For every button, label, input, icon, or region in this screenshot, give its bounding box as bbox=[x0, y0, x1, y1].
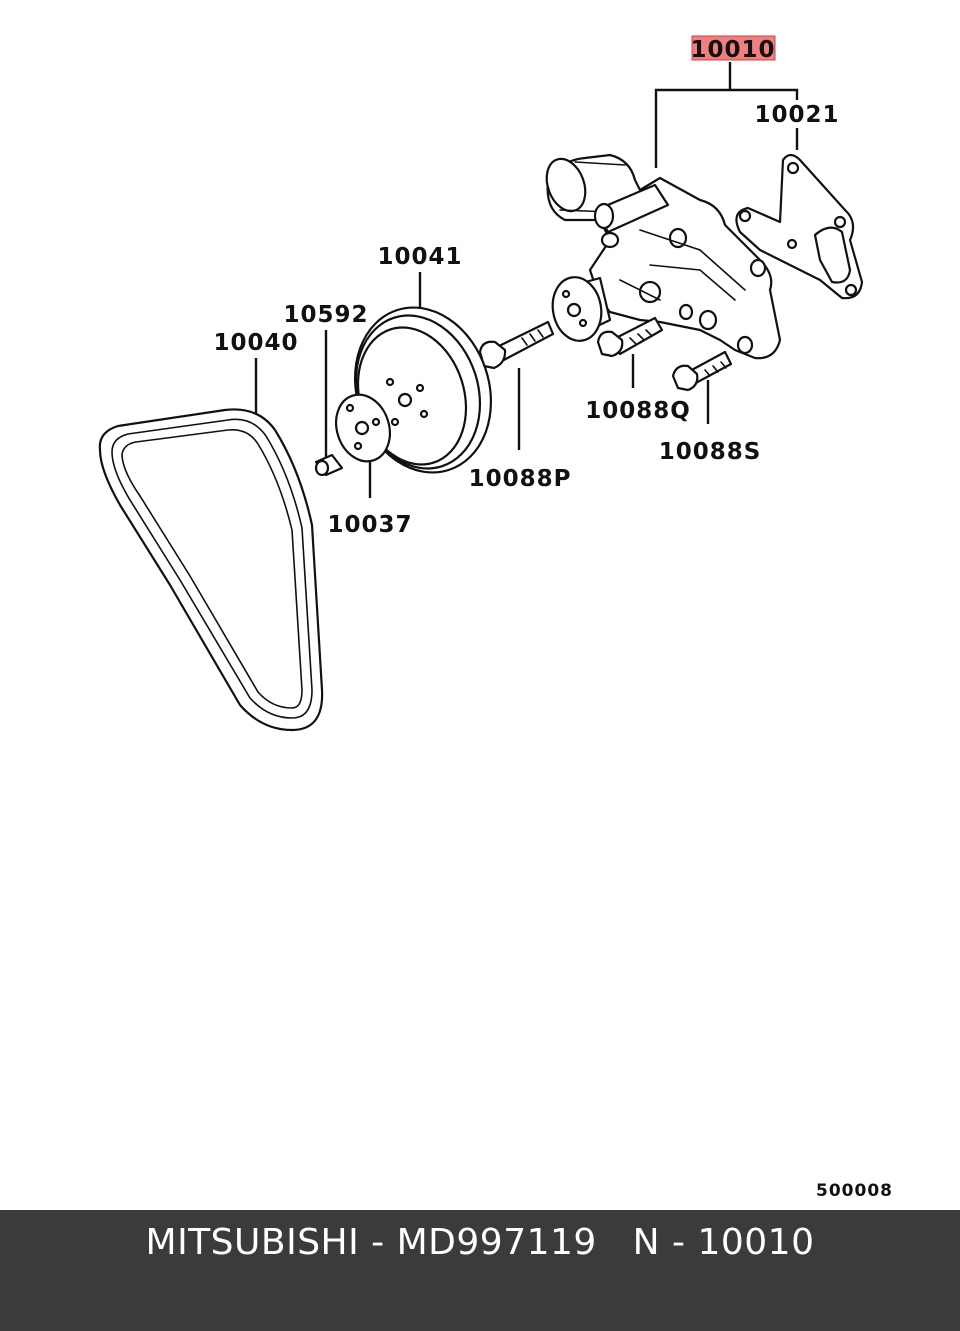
label-10037[interactable]: 10037 bbox=[327, 512, 412, 538]
footer-bar: MITSUBISHI - MD997119 N - 10010 bbox=[0, 1210, 960, 1331]
gasket-part bbox=[735, 153, 864, 300]
v-belt-part bbox=[98, 408, 324, 732]
label-10041[interactable]: 10041 bbox=[377, 244, 462, 270]
water-pump-part bbox=[545, 153, 782, 360]
plug-part bbox=[314, 453, 344, 477]
label-10088s[interactable]: 10088S bbox=[659, 439, 762, 465]
hub-part bbox=[335, 393, 391, 463]
label-10592[interactable]: 10592 bbox=[283, 302, 368, 328]
label-10088q[interactable]: 10088Q bbox=[585, 398, 691, 424]
label-10040[interactable]: 10040 bbox=[213, 330, 298, 356]
bolt-s-part bbox=[671, 350, 733, 392]
bolt-q-part bbox=[596, 316, 664, 358]
bolt-p-part bbox=[478, 320, 555, 370]
parts-diagram: 10010 10021 bbox=[98, 35, 893, 1201]
highlight-box bbox=[691, 35, 776, 61]
label-10010[interactable]: 10010 bbox=[690, 37, 775, 63]
label-10088p[interactable]: 10088P bbox=[469, 466, 572, 492]
figure-number: 500008 bbox=[816, 1181, 893, 1201]
leader-10010 bbox=[654, 62, 799, 168]
label-10021[interactable]: 10021 bbox=[754, 102, 839, 128]
footer-part-info: MITSUBISHI - MD997119 N - 10010 bbox=[145, 1222, 815, 1263]
